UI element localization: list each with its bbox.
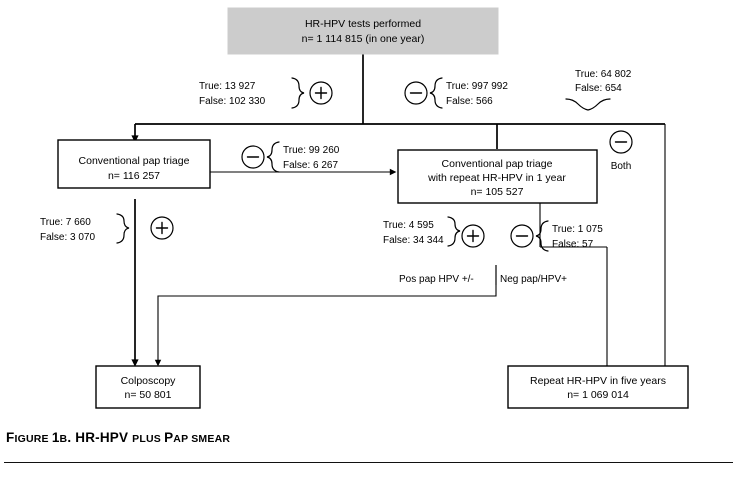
repeat5y-line2: n= 1 069 014 <box>567 389 629 401</box>
right-triage-line2: with repeat HR-HPV in 1 year <box>427 172 566 184</box>
colposcopy-line1: Colposcopy <box>121 375 177 387</box>
hpv-positive-brace <box>291 77 305 109</box>
pap-negative-true: True: 99 260 <box>283 145 340 156</box>
pap-negative-false: False: 6 267 <box>283 160 338 171</box>
repeat5y-line1: Repeat HR-HPV in five years <box>530 375 666 387</box>
caption-title-plus: PLUS <box>132 433 165 445</box>
repeat-negative-false: False: 57 <box>552 239 594 250</box>
node-hrhpv-tests-performed <box>227 7 499 55</box>
hpv-positive-true: True: 13 927 <box>199 81 256 92</box>
repeat-positive-true: True: 4 595 <box>383 220 434 231</box>
pap-negative-brace <box>266 141 280 173</box>
pap-positive-brace <box>116 213 130 244</box>
hpv-both-label: Both <box>611 161 632 172</box>
figure-caption-bar: FIGURE 1B. HR-HPV PLUS PAP SMEAR <box>0 430 737 445</box>
hpv-both-brace <box>565 98 611 111</box>
hpv-negative-true: True: 997 992 <box>446 81 508 92</box>
node-conventional-pap-triage-repeat <box>397 149 598 204</box>
horizontal-rule <box>4 462 733 463</box>
repeat-positive-false: False: 34 344 <box>383 235 444 246</box>
caption-lead: F <box>6 430 15 445</box>
caption-title-smear: SMEAR <box>191 433 231 445</box>
plus-icon <box>314 86 328 100</box>
split-left-label: Pos pap HPV +/- <box>399 274 474 285</box>
repeat-positive-brace <box>447 216 461 247</box>
right-triage-line3: n= 105 527 <box>471 186 524 198</box>
plus-icon <box>155 221 169 235</box>
figure-caption: FIGURE 1B. HR-HPV PLUS PAP SMEAR <box>0 430 737 445</box>
hpv-negative-brace <box>429 77 443 109</box>
repeat-negative-brace <box>535 220 549 252</box>
split-right-label: Neg pap/HPV+ <box>500 274 567 285</box>
top-node-line2: n= 1 114 815 (in one year) <box>302 33 425 45</box>
hpv-both-true: True: 64 802 <box>575 69 632 80</box>
node-colposcopy <box>95 365 201 409</box>
pap-positive-true: True: 7 660 <box>40 217 91 228</box>
caption-number-suffix: B <box>59 433 68 445</box>
pap-positive-false: False: 3 070 <box>40 232 95 243</box>
right-triage-line1: Conventional pap triage <box>442 158 553 170</box>
caption-rest: IGURE <box>14 433 52 445</box>
caption-title-ap: AP <box>173 433 192 445</box>
left-triage-line1: Conventional pap triage <box>79 155 190 167</box>
caption-title-p: P <box>164 430 174 445</box>
caption-number: 1 <box>51 430 60 445</box>
caption-title-main: HR-HPV <box>75 430 133 445</box>
colposcopy-line2: n= 50 801 <box>124 389 171 401</box>
caption-dot: . <box>67 430 76 445</box>
left-triage-line2: n= 116 257 <box>108 170 160 182</box>
top-node-line1: HR-HPV tests performed <box>305 18 421 30</box>
node-repeat-hrhpv-five-years <box>507 365 689 409</box>
repeat-negative-true: True: 1 075 <box>552 224 603 235</box>
plus-icon <box>466 229 480 243</box>
hpv-both-false: False: 654 <box>575 83 622 94</box>
hpv-positive-false: False: 102 330 <box>199 96 266 107</box>
hpv-negative-false: False: 566 <box>446 96 493 107</box>
node-conventional-pap-triage <box>57 139 211 189</box>
